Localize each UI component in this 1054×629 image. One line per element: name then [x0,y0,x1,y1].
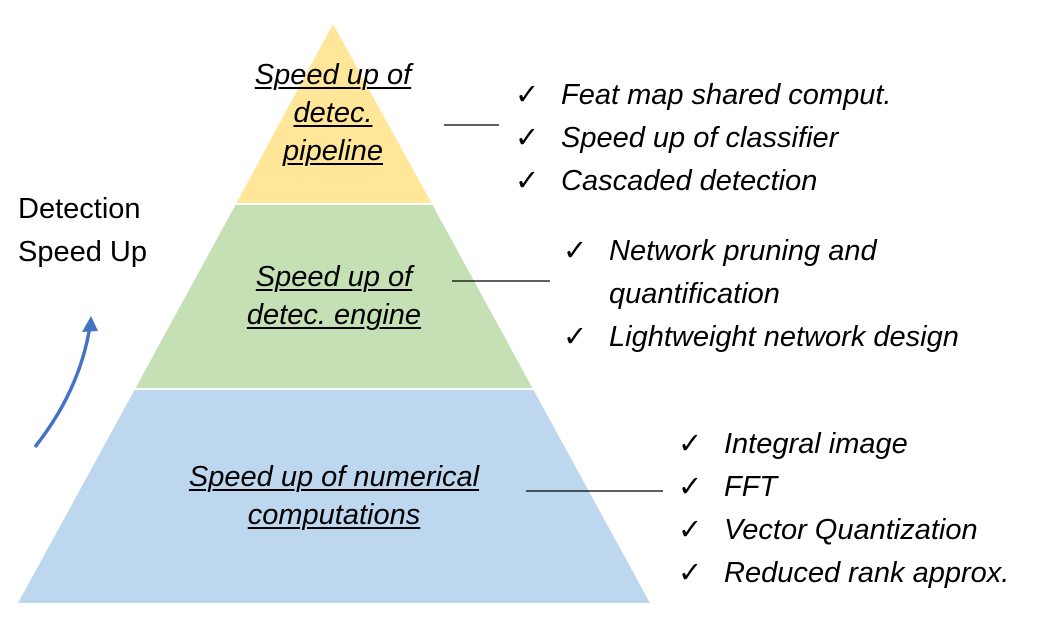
list-item: ✓ Speed up of classifier [515,117,891,160]
checkmark-icon: ✓ [678,514,703,546]
tier-bottom-label-line1: Speed up of numerical [188,461,480,493]
tier-middle-shape [135,204,533,389]
detection-speed-up-label: Detection Speed Up [18,188,147,274]
item-text: Cascaded detection [561,165,818,197]
item-text: Integral image [724,428,908,460]
item-text: quantification [609,278,780,310]
checkmark-icon: ✓ [678,471,703,503]
list-item: ✓ Integral image [678,423,1009,466]
arrow-head-icon [82,316,98,332]
tier-bottom-shape [18,389,650,603]
item-text: Vector Quantization [724,514,978,546]
list-item: ✓ Vector Quantization [678,509,1009,552]
tier-bottom-label-line2: computations [247,499,421,531]
item-text: Network pruning and [609,235,877,267]
item-text: FFT [724,471,778,503]
tier-bottom-label: Speed up of numerical computations [144,458,524,534]
tier-middle-items: ✓ Network pruning and quantification ✓ Lig… [563,230,959,359]
list-item: ✓ Network pruning and [563,230,959,273]
tier-top-label: Speed up of detec. pipeline [233,56,433,170]
side-label-line1: Detection [18,193,141,225]
tier-bottom-items: ✓ Integral image ✓ FFT ✓ Vector Quantizatio… [678,423,1009,595]
list-item-continuation: quantification [563,273,959,316]
item-text: Feat map shared comput. [561,79,892,111]
tier-top-shape [236,24,432,204]
list-item: ✓ Feat map shared comput. [515,74,891,117]
tier-top-label-line1: Speed up of [254,59,412,91]
list-item: ✓ Reduced rank approx. [678,552,1009,595]
checkmark-icon: ✓ [515,122,540,154]
list-item: ✓ Lightweight network design [563,316,959,359]
side-label-line2: Speed Up [18,236,147,268]
tier-top-items: ✓ Feat map shared comput. ✓ Speed up of cl… [515,74,891,203]
item-text: Lightweight network design [609,321,959,353]
checkmark-icon: ✓ [563,235,588,267]
checkmark-icon: ✓ [515,165,540,197]
speed-up-arrow-icon [33,325,92,449]
checkmark-icon: ✓ [515,79,540,111]
item-text: Speed up of classifier [561,122,839,154]
checkmark-icon: ✓ [678,557,703,589]
tier-top-label-line2: detec. [293,97,373,129]
list-item: ✓ Cascaded detection [515,160,891,203]
tier-top-label-line3: pipeline [283,135,383,167]
tier-middle-label: Speed up of detec. engine [214,258,454,334]
checkmark-icon: ✓ [678,428,703,460]
list-item: ✓ FFT [678,466,1009,509]
checkmark-icon: ✓ [563,321,588,353]
item-text: Reduced rank approx. [724,557,1010,589]
tier-middle-label-line1: Speed up of [255,261,413,293]
tier-middle-label-line2: detec. engine [246,299,422,331]
